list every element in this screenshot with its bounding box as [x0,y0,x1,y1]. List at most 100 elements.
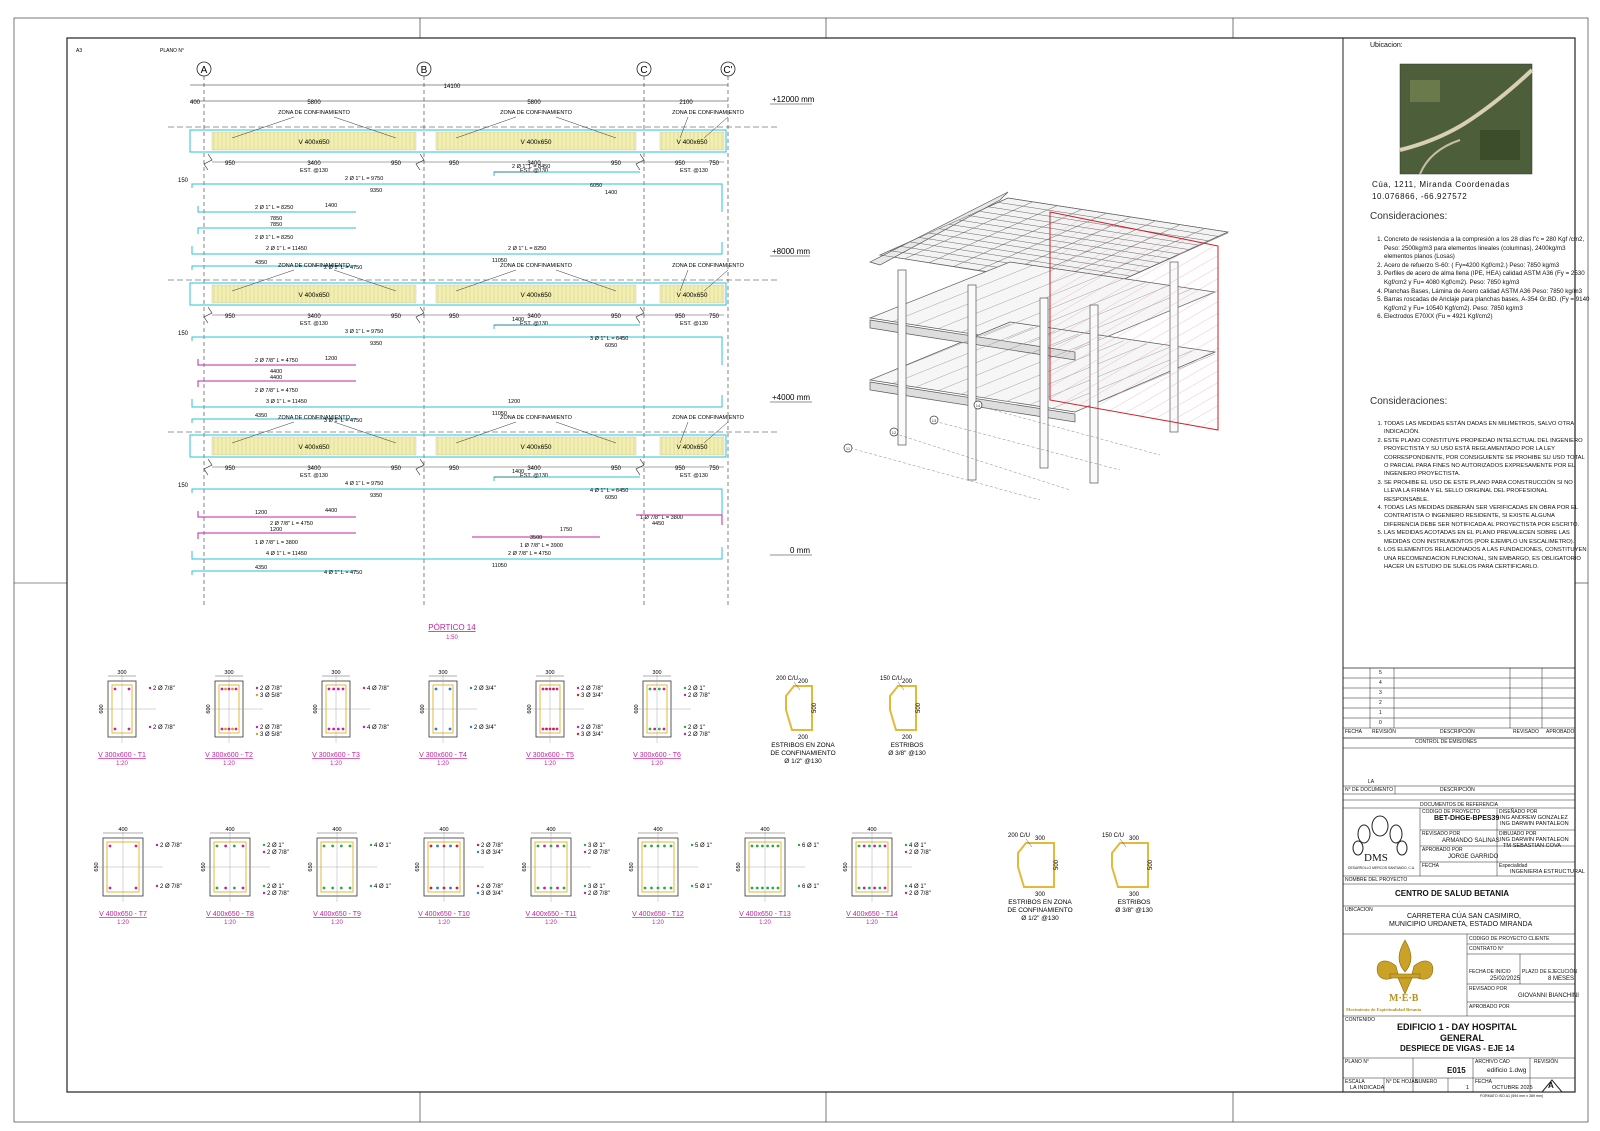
coords-text: 10.076866, -66.927572 [1372,192,1468,201]
fecha-inicio: 25/02/2025 [1490,976,1521,982]
escala-value: LA INDICADA [1350,1085,1385,1091]
formato-text: FORMATO ISO A1 (594 mm x 389 mm) [1480,1094,1544,1098]
dim-bay: 950 [675,314,686,320]
beam-label: V 400x650 [298,139,329,146]
rebar-len: 7850 [270,222,282,228]
disenado-1: ING ANDREW GONZALEZ [1500,815,1568,821]
sec-top-bar: 2 Ø 7/8" [909,850,931,856]
consid1-item: Concreto de resistencia a la compresión … [1384,236,1590,262]
sec-scale: 1:20 [545,920,557,926]
sec-width: 400 [118,827,127,833]
rebar-len: 1200 [325,356,337,362]
sec-top-bar: 3 Ø 3/4" [481,850,503,856]
especialidad-label: Especialidad [1499,863,1528,869]
numero-label: NUMERO [1415,1079,1438,1085]
sec-name: V 300x600 - T3 [312,752,360,759]
rebar-len: 4400 [270,369,282,375]
level-0: 0 mm [790,546,810,555]
stirrup-b: 300 [1035,892,1046,898]
rebar-len: 4 Ø 1" L = 4750 [324,570,362,576]
sec-width: 300 [117,670,126,676]
rebar-label: 1 Ø 7/8" L = 3900 [520,543,563,549]
rebar-len: 2 Ø 1" L = 8450 [512,164,550,170]
sec-height: 650 [843,862,849,871]
stirrup-label: ESTRIBOS EN ZONA [771,742,835,749]
dim-total: 14100 [444,84,461,90]
dim-bay: 3400 [527,161,541,167]
revisado-value: ARMANDO SALINAS [1442,838,1500,844]
rev-number: 0 [1379,720,1382,726]
portico-elevation: A B C C' 14100 400 5800 5800 2100 V 400x… [168,61,815,641]
revisado-label: REVISADO POR [1422,831,1461,837]
control-emisiones: CONTROL DE EMISIONES [1415,739,1477,745]
rebar-label: 4350 [255,565,267,571]
address-text: Cúa, 1211, Miranda Coordenadas [1372,180,1510,189]
nombre-label: NOMBRE DEL PROYECTO [1345,877,1408,883]
sec-bot-bar: 2 Ø 7/8" [153,725,175,731]
rev-h-revision: REVISIÓN [1372,729,1396,735]
zona-label: ZONA DE CONFINAMIENTO [500,263,572,269]
sec-bot-bar: 2 Ø 7/8" [581,725,603,731]
sec-bot-bar: 2 Ø 7/8" [260,725,282,731]
rebar-len: 2 Ø 1" L = 8250 [508,246,546,252]
rebar-len: 4450 [652,521,664,527]
sec-top-bar: 2 Ø 7/8" [588,850,610,856]
sec-height: 650 [629,862,635,871]
rev-h-desc: DESCRIPCIÓN [1440,729,1475,735]
dim-bay: 950 [391,161,402,167]
est-label: EST. @130 [520,168,548,174]
rebar-len: 4400 [270,375,282,381]
ubic-line2: MUNICIPIO URDANETA, ESTADO MIRANDA [1389,921,1533,928]
rebar-len: 6050 [605,495,617,501]
consid1-item: Barras roscadas de Anclaje para planchas… [1384,296,1590,313]
consid2-item: TODAS LAS MEDIDAS ESTÁN DADAS EN MILIMET… [1384,420,1590,437]
sec-height: 650 [308,862,314,871]
dim-bay: 750 [709,161,720,167]
sec-width: 300 [545,670,554,676]
sec-scale: 1:20 [330,761,342,767]
plazo-label: PLAZO DE EJECUCIÓN [1522,969,1578,975]
rev-number: 2 [1379,700,1382,706]
sec-top-bar: 2 Ø 7/8" [267,850,289,856]
zona-label: ZONA DE CONFINAMIENTO [500,415,572,421]
sec-scale: 1:20 [117,920,129,926]
axis-cprime: C' [720,61,736,77]
rebar-len: 1400 [512,469,524,475]
axis-c: C [636,61,652,77]
rebar-len: 2 Ø 1" L = 11450 [266,246,307,252]
axis-c-label: C [640,65,647,76]
stirrup-h: 500 [812,702,818,713]
rev-h-revisado: REVISADO [1513,729,1539,735]
revisado2-label: REVISADO POR [1469,986,1508,992]
beam-label: V 400x650 [298,292,329,299]
rebar-len: 4400 [325,508,337,514]
sec-scale: 1:20 [651,761,663,767]
beam-label: V 400x650 [676,292,707,299]
sec-name: V 400x650 - T14 [846,911,898,918]
meb-text: M·E·B [1389,993,1419,1004]
rebar-label: 3 Ø 1" L = 6450 [590,336,628,342]
rebar-label: 2 Ø 1" L = 8250 [255,205,293,211]
sec-height: 650 [415,862,421,871]
sec-scale: 1:20 [652,920,664,926]
consid1-title: Consideraciones: [1370,211,1448,222]
contenido-3: DESPIECE DE VIGAS - EJE 14 [1400,1044,1515,1053]
stirrup-h: 500 [916,702,922,713]
especialidad-value: INGENIERIA ESTRUCTURAL [1510,869,1585,875]
sec-scale: 1:20 [223,761,235,767]
sec-top-bar: 4 Ø 7/8" [367,686,389,692]
corner-left-label: A3 [76,48,82,54]
dibujado-1: ING DARWIN PANTALEON [1500,837,1569,843]
sec-scale: 1:20 [544,761,556,767]
sec-name: V 300x600 - T1 [98,752,146,759]
sec-bot-bar: 3 Ø 3/4" [581,732,603,738]
sec-top-bar: 2 Ø 7/8" [481,843,503,849]
